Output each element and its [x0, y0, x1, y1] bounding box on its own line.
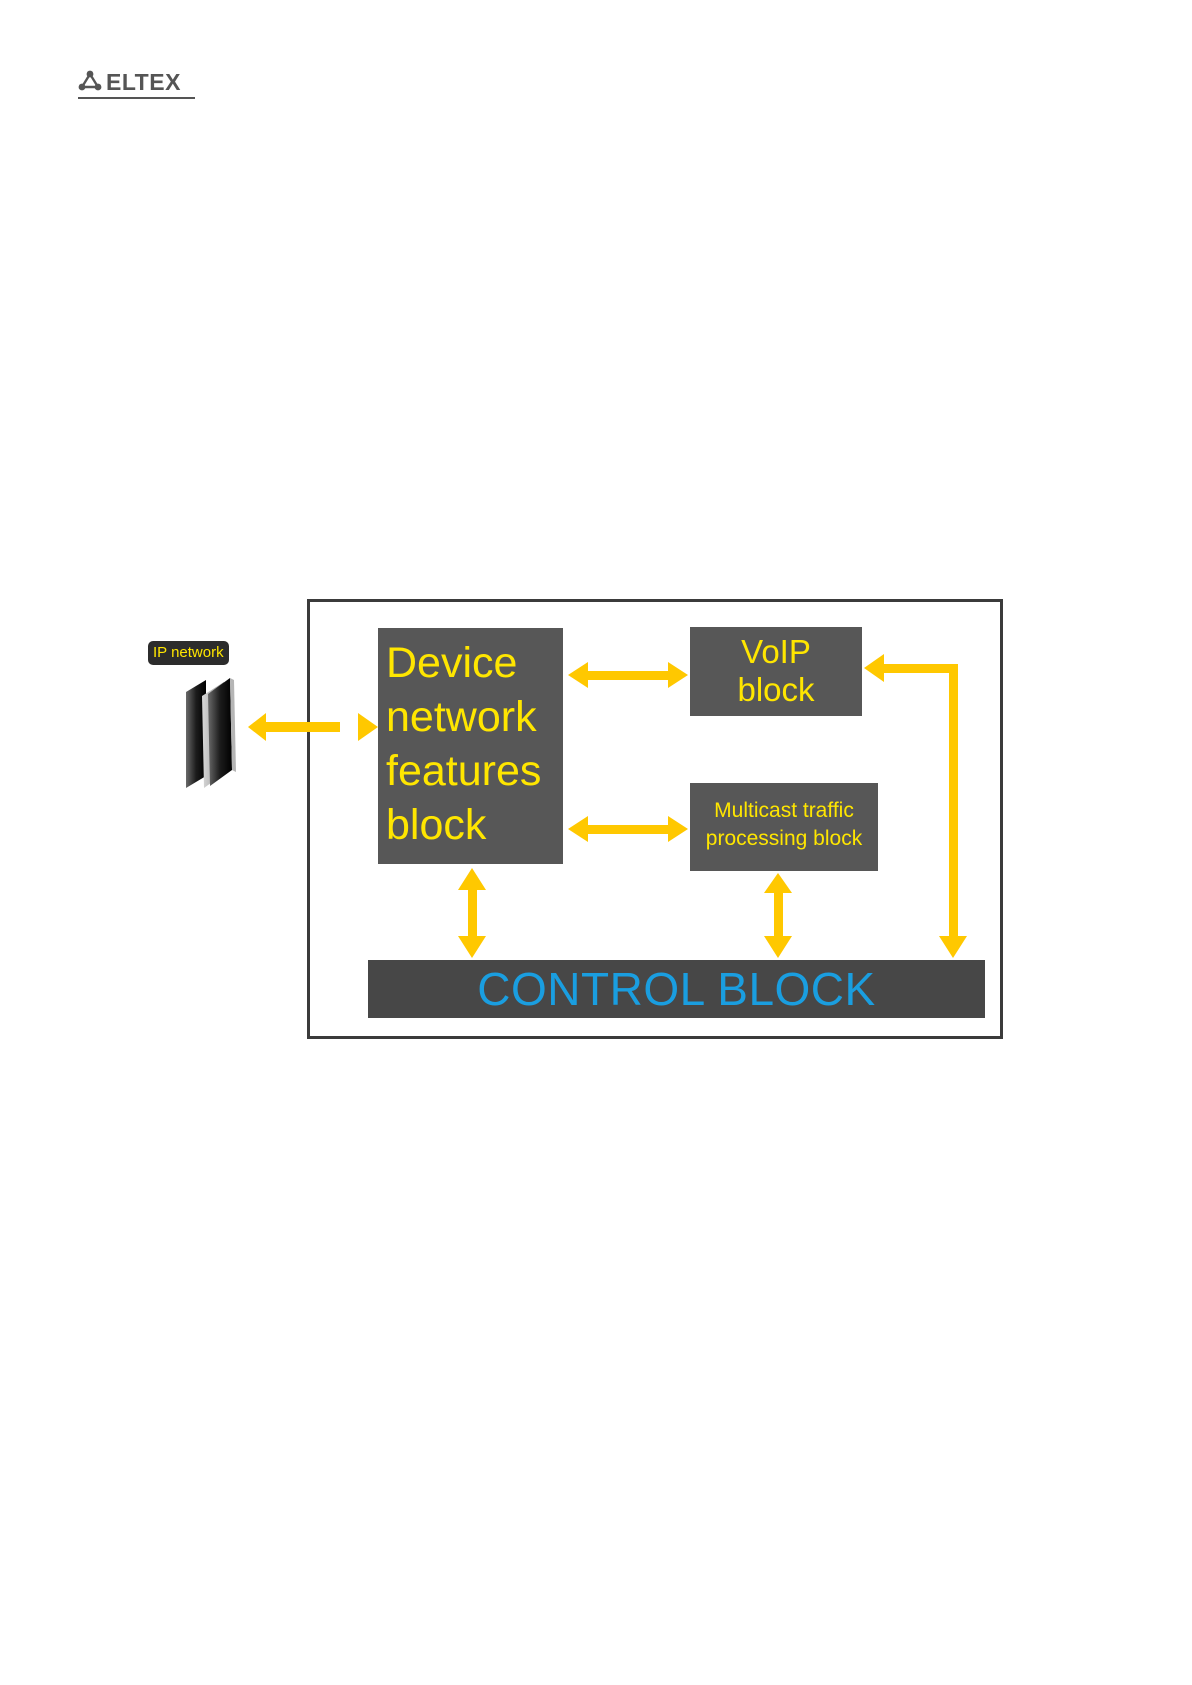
eltex-logo-icon: [78, 70, 102, 94]
logo-underline: [78, 97, 195, 99]
arrow-voip-to-control: [864, 654, 967, 958]
block-diagram: IP network Device network features block…: [140, 590, 1020, 1050]
connection-arrows: [140, 590, 1020, 1050]
arrow-device-to-control: [458, 868, 486, 958]
arrow-device-to-multicast: [568, 816, 688, 842]
eltex-logo: eltex: [78, 68, 196, 102]
arrow-device-to-voip: [568, 662, 688, 688]
arrow-ip-to-device: [248, 713, 378, 741]
arrow-multicast-to-control: [764, 873, 792, 958]
eltex-logo-text: eltex: [106, 69, 181, 96]
